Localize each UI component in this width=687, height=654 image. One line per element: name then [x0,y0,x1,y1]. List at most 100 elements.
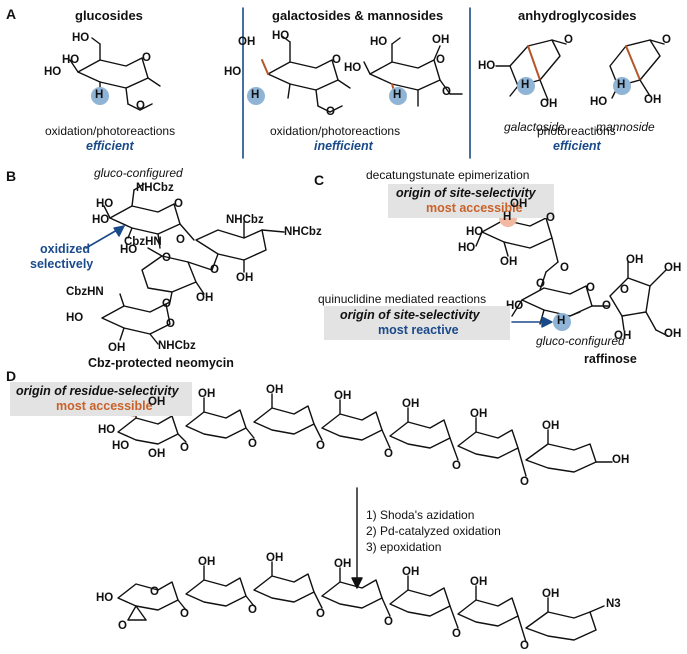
atom-label: HO [62,54,80,66]
box2-line2: most reactive [378,323,459,337]
atom-label: OH [402,566,420,578]
atom-label: O [384,616,393,628]
atom-label: OH [644,94,662,106]
glucosides-title: glucosides [75,8,143,23]
atom-label: OH [626,254,644,266]
glucosides-caption: oxidation/photoreactions [45,124,176,138]
atom-label: O [162,252,171,264]
h-highlight-circle [553,313,571,331]
quinuclidine-label: quinuclidine mediated reactions [318,292,487,306]
box2-line1: origin of site-selectivity [340,308,480,322]
atom-label: O [166,318,175,330]
atom-label: OH [334,390,352,402]
atom-label: O [442,86,451,98]
neomycin-caption: Cbz-protected neomycin [88,356,234,370]
galactoside-label: galactoside [504,120,565,134]
h-highlight-circle [517,77,535,95]
gluco-configured-c: gluco-configured [536,334,625,348]
atom-label: HO [458,242,476,254]
atom-label: O [142,52,151,64]
glucosides-efficiency: efficient [86,139,134,153]
h-highlight-circle [247,87,265,105]
atom-label: H [503,211,512,223]
oligosaccharide-chain-bottom [117,561,605,643]
atom-label: O [602,300,611,312]
glucoside-structure [69,37,161,111]
atom-label: H [393,89,402,101]
atom-label: O [176,234,185,246]
atom-label: O [384,448,393,460]
atom-label: NHCbz [284,226,322,238]
box1-line1: origin of site-selectivity [396,186,536,200]
atom-label: OH [266,384,284,396]
atom-label: O [452,460,461,472]
atom-label: OH [542,588,560,600]
anhydro-efficiency: efficient [553,139,601,153]
d-box-line1: origin of residue-selectivity [16,384,179,398]
atom-label: HO [72,32,90,44]
atom-label: HO [98,424,116,436]
panel-letter-a: A [6,6,17,22]
atom-label: H [617,79,626,91]
atom-label: NHCbz [158,340,196,352]
atom-label: O [662,34,671,46]
selectively-label: selectively [30,257,94,271]
atom-label: O [546,212,555,224]
mannoside-label: mannoside [596,120,655,134]
galactosides-caption: oxidation/photoreactions [270,124,401,138]
atom-label: O [180,608,189,620]
atom-label: OH [664,328,682,340]
panel-letter-c: C [314,172,325,188]
atom-label: O [620,284,629,296]
neomycin-structure [101,183,285,345]
atom-label: OH [148,396,166,408]
oxidized-label: oxidized [40,242,91,256]
step-2: 2) Pd-catalyzed oxidation [366,524,501,538]
atom-label: O [520,640,529,652]
atom-label: HO [590,96,608,108]
atom-label: OH [540,98,558,110]
atom-label: OH [238,36,256,48]
h-highlight-circle [389,87,407,105]
atom-label: HO [92,214,110,226]
atom-label: O [436,54,445,66]
atom-label: O [326,106,335,118]
atom-label: O [174,198,183,210]
raffinose-caption: raffinose [584,352,637,366]
atom-label: HO [96,198,114,210]
atom-label: HO [44,66,62,78]
atom-label: O [150,586,159,598]
atom-label: H [251,89,260,101]
atom-label: O [520,476,529,488]
atom-label: CbzHN [124,236,162,248]
atom-label: N3 [606,598,621,610]
atom-label: OH [198,388,216,400]
atom-label: HO [66,312,84,324]
galactoside-structure [261,35,351,113]
atom-label: O [210,264,219,276]
h-highlight-circle [613,77,631,95]
raffinose-structure [475,205,669,337]
atom-label: HO [344,62,362,74]
atom-label: H [521,79,530,91]
atom-label: OH [196,292,214,304]
anhydro-caption: photoreactions [537,124,616,138]
atom-label: OH [266,552,284,564]
atom-label: O [316,440,325,452]
atom-label: OH [108,342,126,354]
atom-label: OH [334,558,352,570]
atom-label: O [136,100,145,112]
atom-label: OH [432,34,450,46]
atom-label: OH [510,198,528,210]
atom-label: OH [470,576,488,588]
atom-label: OH [614,330,632,342]
atom-label: O [452,628,461,640]
atom-label: O [332,54,341,66]
galactosides-efficiency: inefficient [314,139,373,153]
atom-label: OH [542,420,560,432]
d-box-line2: most accessible [56,399,153,413]
atom-label: HO [466,226,484,238]
atom-label: HO [506,300,524,312]
atom-label: H [95,89,104,101]
